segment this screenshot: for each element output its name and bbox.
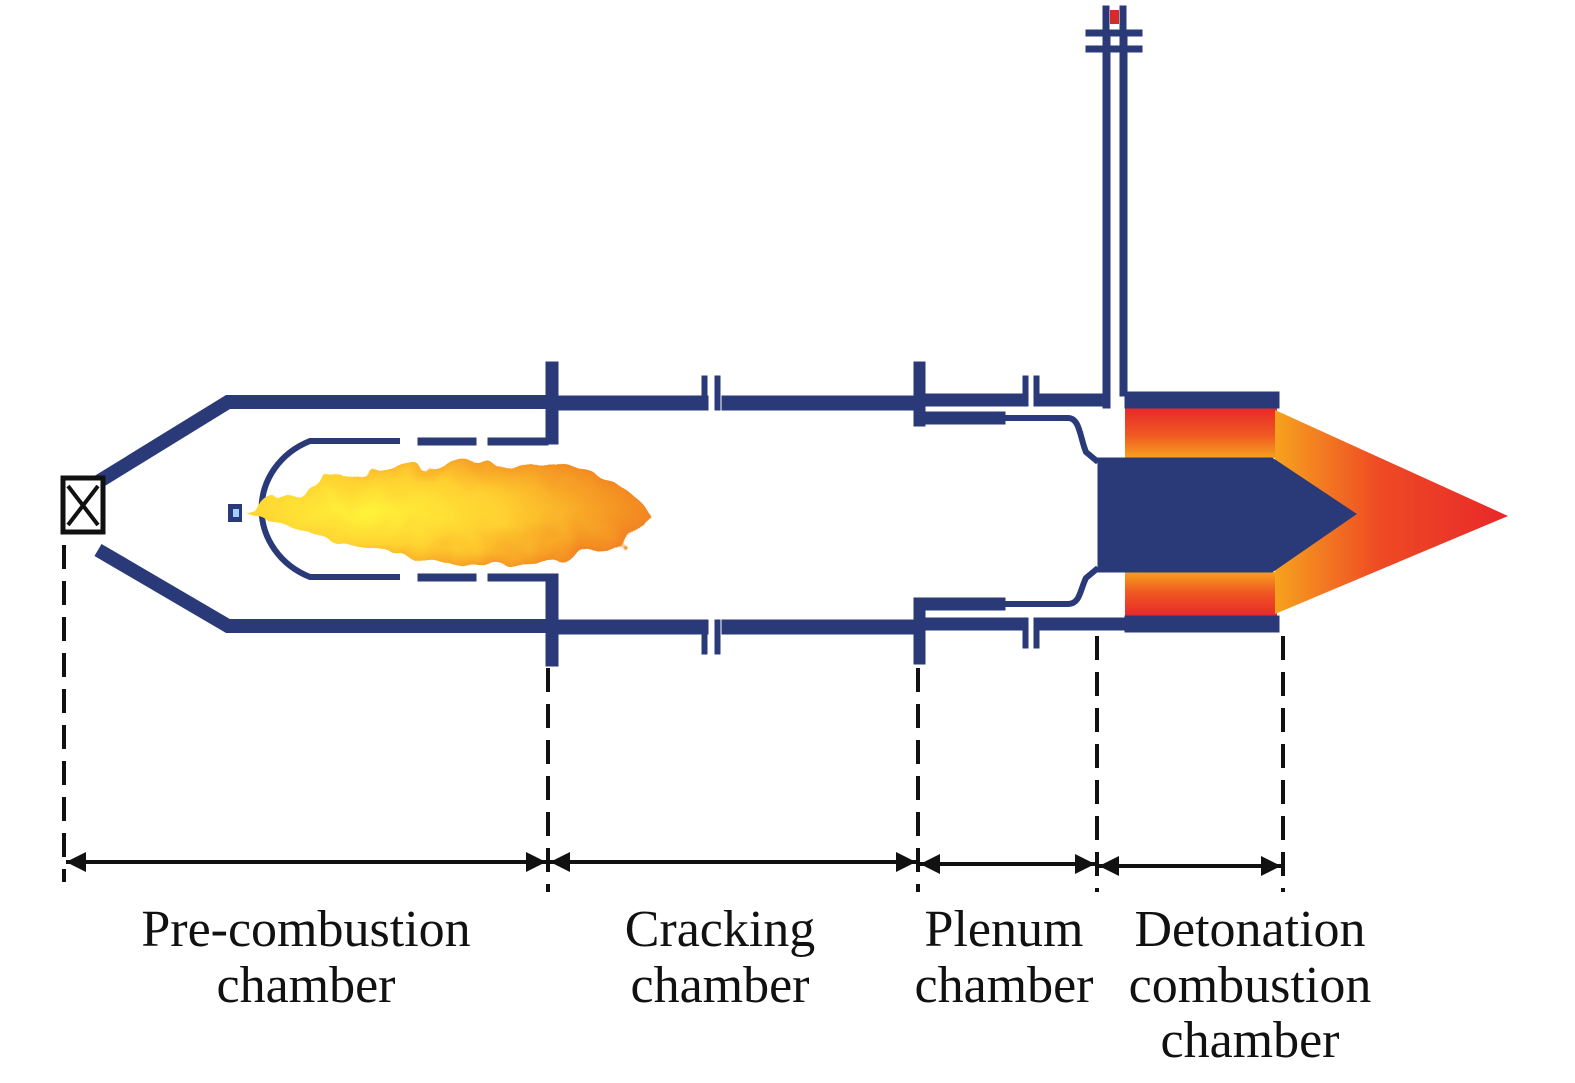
engine-walls (94, 5, 1357, 667)
probe-marker-icon (1110, 10, 1119, 24)
center-body-plug (1097, 457, 1357, 573)
label-detonation-line3: chamber (1160, 1012, 1339, 1069)
flange-1-top (545, 361, 559, 445)
exhaust-jet (1275, 410, 1508, 614)
label-plenum-line1: Plenum (925, 901, 1084, 958)
crossed-box-valve-icon (60, 475, 106, 535)
dimension-arrows (66, 852, 1281, 876)
precombustion-casing-top (94, 395, 548, 488)
section-labels: Pre-combustion chamber Cracking chamber … (141, 901, 1371, 1069)
label-detonation-line1: Detonation (1134, 901, 1365, 958)
flame-icon (228, 460, 650, 565)
precombustion-casing-bottom (94, 543, 548, 633)
detonation-hot-gas (1125, 408, 1508, 616)
flange-2-top (913, 361, 926, 427)
dimension-extension-lines (62, 545, 1285, 892)
label-pre-combustion-line1: Pre-combustion (141, 901, 470, 958)
flange-1-bottom (545, 573, 559, 667)
label-plenum-line2: chamber (914, 957, 1093, 1014)
injector-pipe-right (1119, 35, 1128, 397)
injector-pipe-left (1102, 35, 1111, 409)
label-pre-combustion-line2: chamber (216, 957, 395, 1014)
label-cracking-line2: chamber (630, 957, 809, 1014)
label-cracking-line1: Cracking (625, 901, 816, 958)
label-detonation-line2: combustion (1129, 957, 1372, 1014)
flange-2-bottom (913, 597, 926, 665)
